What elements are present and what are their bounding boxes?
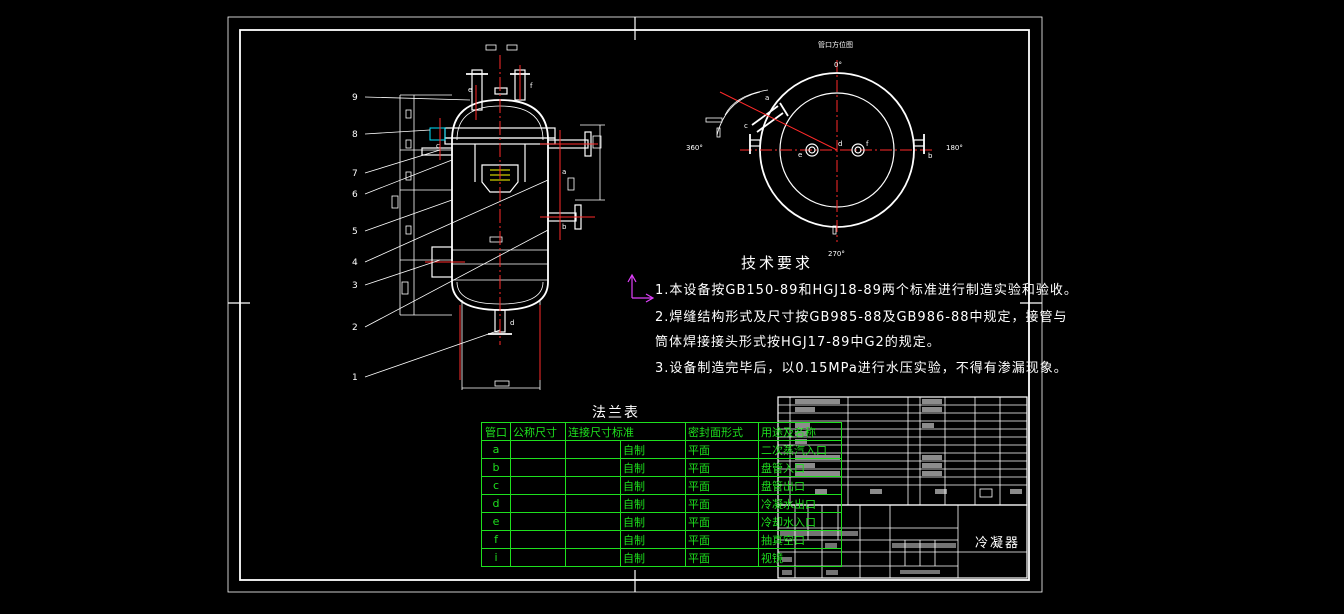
requirement-item: 3.设备制造完毕后，以0.15MPa进行水压实验，不得有渗漏现象。 [655, 361, 1068, 376]
table-row: i 自制平面 视镜 [481, 548, 842, 567]
part-number: 7 [352, 169, 358, 179]
part-number: 3 [352, 281, 358, 291]
svg-text:d: d [510, 319, 514, 327]
svg-text:360°: 360° [686, 144, 703, 152]
requirement-item: 1.本设备按GB150-89和HGJ18-89两个标准进行制造实验和验收。 [655, 283, 1078, 298]
nozzle-orientation-view: 管口方位图 0° 360° 180° 270° a b c d [686, 40, 963, 258]
part-number: 4 [352, 258, 358, 268]
svg-text:b: b [562, 223, 567, 231]
svg-text:f: f [530, 82, 533, 90]
svg-text:c: c [744, 122, 748, 130]
part-number: 2 [352, 323, 358, 333]
svg-text:e: e [798, 151, 802, 159]
flange-table-header: 管口 公称尺寸 连接尺寸标准 密封面形式 用途及名称 [481, 422, 842, 441]
part-number: 8 [352, 130, 358, 140]
svg-text:0°: 0° [834, 61, 842, 69]
svg-text:270°: 270° [828, 250, 845, 258]
part-number: 1 [352, 373, 358, 383]
vessel-nozzle-letters: e f c a b d [436, 82, 567, 327]
table-row: d 自制平面 冷凝水出口 [481, 494, 842, 513]
table-row: e 自制平面 冷却水入口 [481, 512, 842, 531]
svg-text:f: f [866, 140, 869, 148]
svg-text:b: b [928, 152, 933, 160]
flange-table-title: 法兰表 [592, 405, 640, 421]
svg-text:e: e [468, 86, 472, 94]
table-row: c 自制平面 盘管出口 [481, 476, 842, 495]
part-number: 6 [352, 190, 358, 200]
table-row: a 自制平面 二次蒸汽入口 [481, 440, 842, 459]
vessel-front-view [364, 44, 605, 390]
orientation-title: 管口方位图 [818, 40, 853, 49]
requirement-item: 筒体焊接接头形式按HGJ17-89中G2的规定。 [655, 335, 941, 350]
part-number: 9 [352, 93, 358, 103]
part-number: 5 [352, 227, 358, 237]
svg-text:180°: 180° [946, 144, 963, 152]
requirements-title: 技术要求 [741, 254, 814, 272]
requirement-item: 2.焊缝结构形式及尺寸按GB985-88及GB986-88中规定，接管与 [655, 310, 1068, 325]
flange-table: 管口 公称尺寸 连接尺寸标准 密封面形式 用途及名称 a 自制平面 二次蒸汽入口… [481, 422, 842, 567]
table-row: b 自制平面 盘管入口 [481, 458, 842, 477]
table-row: f 自制平面 抽真空口 [481, 530, 842, 549]
svg-text:c: c [436, 142, 440, 150]
svg-text:d: d [838, 140, 842, 148]
drawing-name: 冷凝器 [975, 536, 1021, 551]
part-number-labels: 9 8 7 6 5 4 3 2 1 [352, 93, 358, 383]
svg-text:a: a [765, 94, 769, 102]
svg-text:a: a [562, 168, 566, 176]
ucs-icon [627, 273, 655, 303]
